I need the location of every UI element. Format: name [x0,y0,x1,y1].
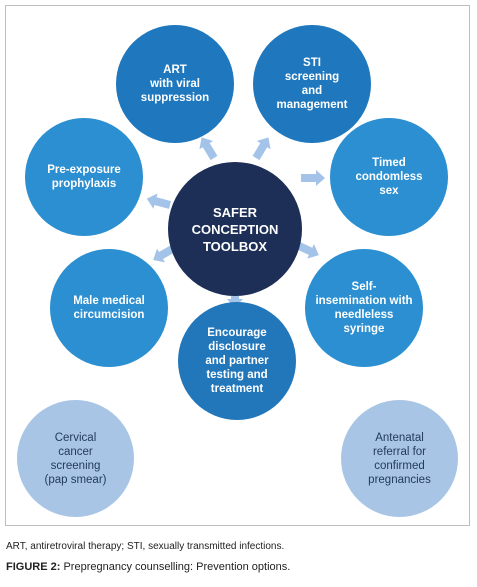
arrow-to-art [199,137,218,161]
option-prep: Pre-exposure prophylaxis [25,118,143,236]
arrow-to-self-insemination [295,241,319,259]
option-timed-sex-label: Timed condomless sex [355,157,423,197]
option-art: ART with viral suppression [116,25,234,143]
option-prep-label: Pre-exposure prophylaxis [47,164,121,190]
option-sti-label: STI screening and management [276,57,348,111]
extra-antenatal-referral-label: Antenatal referral for confirmed pregnan… [368,431,431,486]
option-self-insemination: Self- insemination with needleless syrin… [305,249,423,367]
option-art-label: ART with viral suppression [140,64,210,104]
option-circumcision: Male medical circumcision [50,249,168,367]
option-timed-sex: Timed condomless sex [330,118,448,236]
option-disclosure-label: Encourage disclosure and partner testing… [205,327,269,395]
option-circumcision-label: Male medical circumcision [73,295,145,321]
extra-antenatal-referral: Antenatal referral for confirmed pregnan… [341,400,458,517]
option-self-insemination-label: Self- insemination with needleless syrin… [315,281,413,335]
center-label: SAFER CONCEPTION TOOLBOX [191,204,279,254]
arrow-to-sti [252,137,271,161]
footnote: ART, antiretroviral therapy; STI, sexual… [6,541,285,552]
caption-text: Prepregnancy counselling: Prevention opt… [60,561,291,573]
extra-cervical-screening: Cervical cancer screening (pap smear) [17,400,134,517]
option-sti: STI screening and management [253,25,371,143]
arrow-to-timed-sex [301,170,325,186]
caption-label: FIGURE 2: [6,561,61,573]
figure-caption: FIGURE 2: Prepregnancy counselling: Prev… [6,561,290,573]
center-toolbox-node: SAFER CONCEPTION TOOLBOX [168,162,302,296]
arrow-to-prep [146,193,171,209]
option-disclosure: Encourage disclosure and partner testing… [178,302,296,420]
extra-cervical-screening-label: Cervical cancer screening (pap smear) [44,431,107,486]
